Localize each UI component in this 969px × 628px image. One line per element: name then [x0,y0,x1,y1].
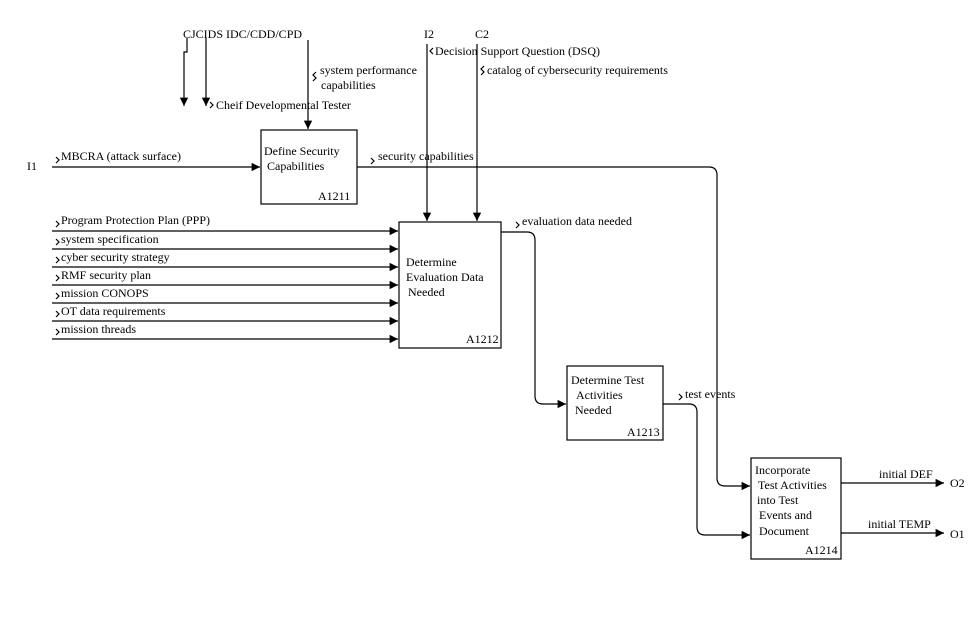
arrow-evaluation-data [501,231,566,409]
squiggle-mission-conops [55,292,60,300]
box-a1214 [750,457,842,560]
label-evaluation-data: evaluation data needed [522,214,632,228]
label-input-ot-data: OT data requirements [61,304,166,318]
label-system-performance-2: capabilities [321,78,376,92]
box-a1213-title-3: Needed [575,403,612,417]
label-input-mission-threads: mission threads [61,322,136,336]
label-catalog: catalog of cybersecurity requirements [487,63,668,77]
arrow-test-events [663,403,750,540]
squiggle-sec-caps [370,157,375,165]
box-a1212-title-3: Needed [408,285,445,299]
port-o2: O2 [950,476,965,490]
box-a1212-title-2: Evaluation Data [406,270,484,284]
label-input-rmf-plan: RMF security plan [61,268,151,282]
squiggle-mission-threads [55,328,60,336]
box-a1212-title-1: Determine [406,255,457,269]
label-mbcra: MBCRA (attack surface) [61,149,181,163]
label-input-mission-conops: mission CONOPS [61,286,149,300]
label-security-capabilities: security capabilities [378,149,474,163]
squiggle-mbcra [55,156,60,164]
squiggle-rmf-plan [55,274,60,282]
arrow-security-capabilities [357,166,750,491]
port-i1: I1 [27,159,37,173]
squiggle-system-spec [55,238,60,246]
label-input-ppp: Program Protection Plan (PPP) [61,213,210,227]
box-a1211-id: A1211 [318,189,350,203]
squiggle-cyber-strategy [55,256,60,264]
box-a1211 [260,129,358,205]
label-initial-def: initial DEF [879,467,933,481]
label-dsq: Decision Support Question (DSQ) [435,44,600,58]
box-a1213-id: A1213 [627,425,660,439]
label-initial-temp: initial TEMP [868,517,931,531]
squiggle-sys-perf [312,71,317,82]
box-a1213 [566,365,664,441]
box-a1211-title-2: Capabilities [267,159,325,173]
squiggle-ot-data [55,310,60,318]
label-test-events: test events [685,387,736,401]
squiggle-catalog [480,65,485,76]
control-arrow-cjcids-1 [179,38,189,106]
squiggle-dsq [429,47,434,55]
box-a1214-id: A1214 [805,543,838,557]
label-cjcids: CJCIDS IDC/CDD/CPD [183,27,302,41]
box-a1214-title-5: Document [759,524,810,538]
box-a1214-title-1: Incorporate [755,463,810,477]
port-o1: O1 [950,527,965,541]
box-a1214-title-4: Events and [759,508,812,522]
squiggle-test-events [678,393,683,401]
squiggle-ppp [55,220,60,228]
label-input-cyber-strategy: cyber security strategy [61,250,170,264]
label-chief-dev-tester: Cheif Developmental Tester [216,98,351,112]
box-a1213-title-1: Determine Test [571,373,645,387]
label-system-performance-1: system performance [320,63,417,77]
box-a1212 [398,221,502,349]
box-a1211-title-1: Define Security [264,144,340,158]
label-input-system-spec: system specification [61,232,159,246]
box-a1213-title-2: Activities [576,388,623,402]
box-a1214-title-3: into Test [757,493,799,507]
squiggle-chief [209,101,214,109]
port-i2: I2 [424,27,434,41]
box-a1214-title-2: Test Activities [758,478,827,492]
squiggle-eval-data [515,221,520,229]
port-c2: C2 [475,27,489,41]
box-a1212-id: A1212 [466,332,499,346]
